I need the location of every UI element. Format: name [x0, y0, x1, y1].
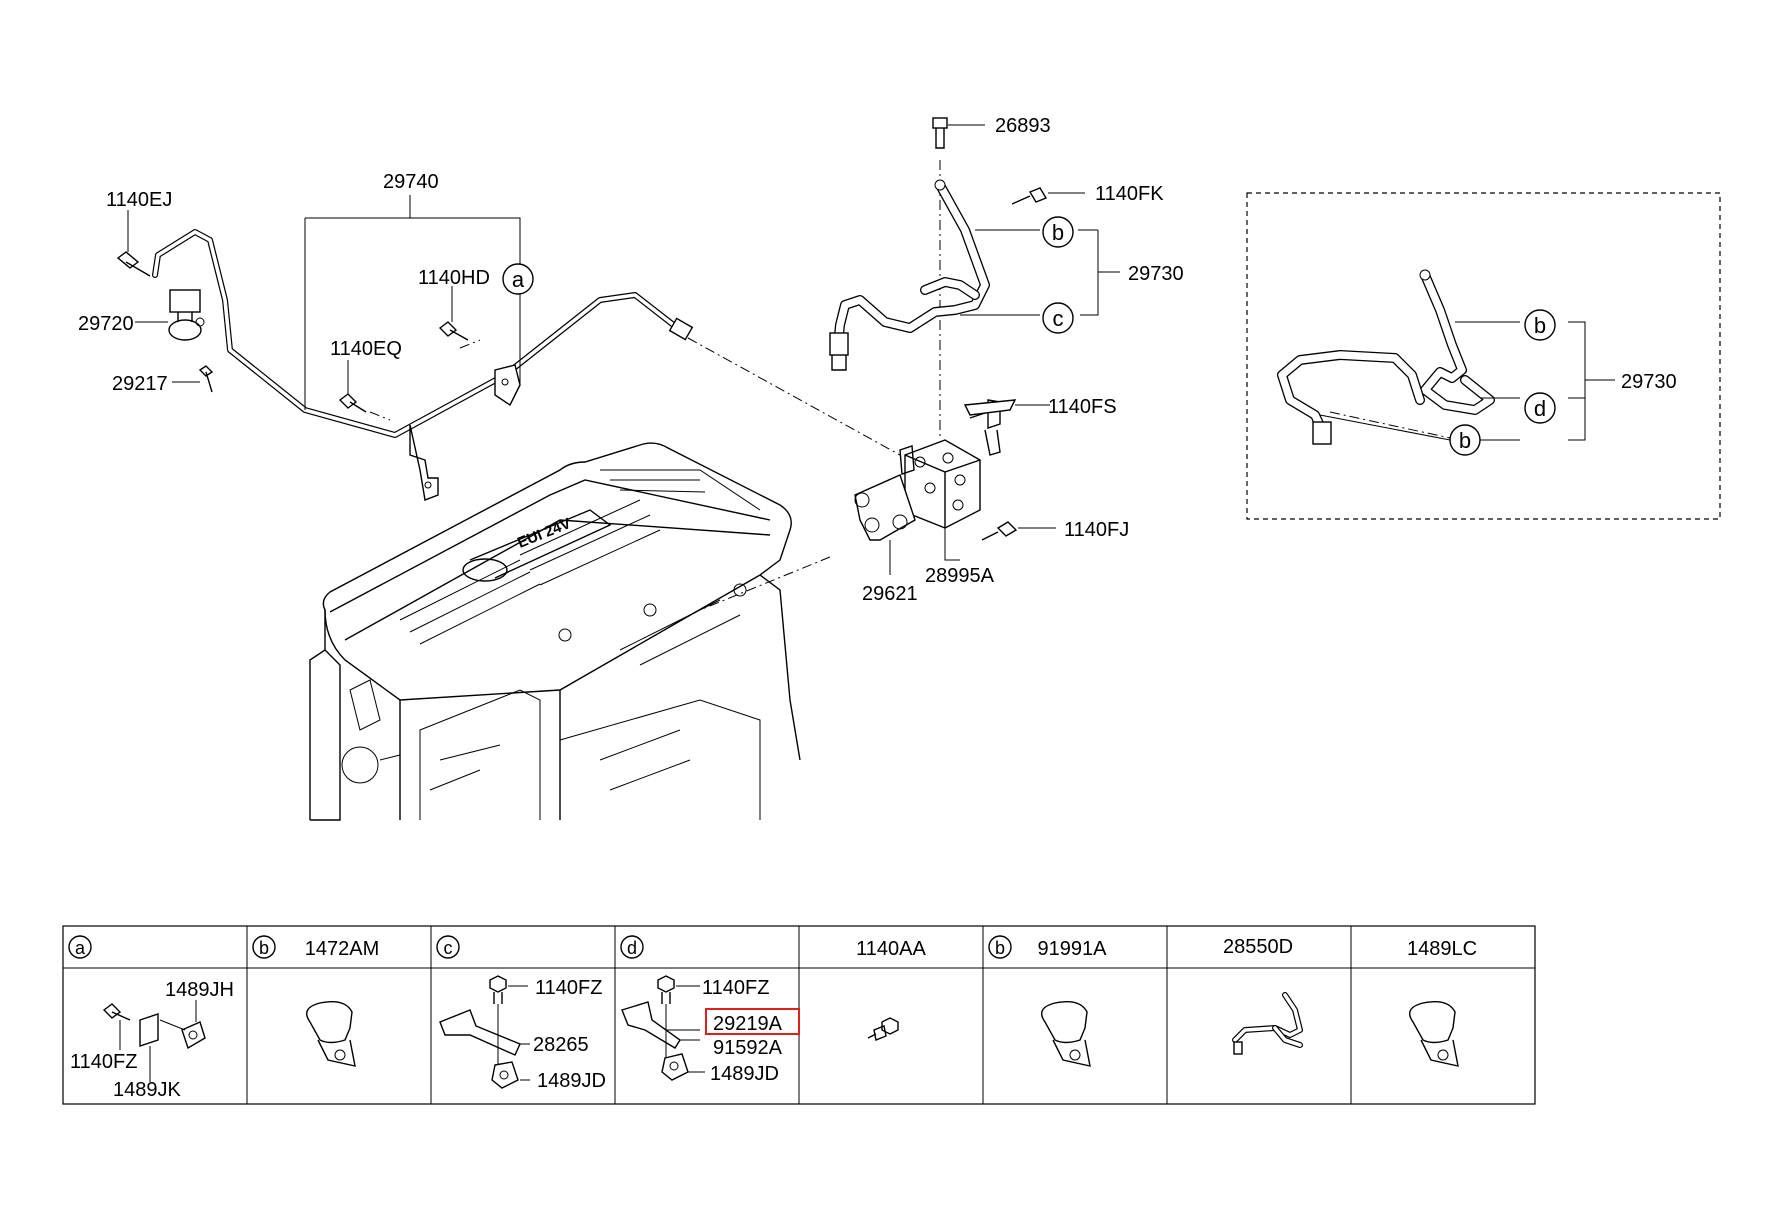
- bolt-1140EJ: [116, 251, 151, 277]
- label-1489JD-c: 1489JD: [537, 1070, 606, 1092]
- fuel-hose-29730: [829, 179, 990, 371]
- header-cell-c: c: [436, 935, 460, 959]
- svg-text:b: b: [1534, 313, 1546, 338]
- svg-text:d: d: [627, 938, 637, 958]
- svg-text:c: c: [444, 938, 453, 958]
- bolt-1140FJ: [981, 521, 1056, 541]
- bolt-1140EQ: [338, 393, 367, 413]
- cell-a-content: 1489JH 1140FZ 1489JK: [70, 979, 234, 1101]
- label-29730-main: 29730: [1128, 263, 1184, 285]
- label-91592A: 91592A: [713, 1037, 783, 1059]
- label-29730-detail: 29730: [1621, 371, 1677, 393]
- label-29720: 29720: [78, 313, 134, 335]
- callout-a: a: [502, 263, 534, 295]
- bracket-29621: [854, 474, 916, 575]
- cell-d-content: 1140FZ 29219A 91592A 1489JD: [621, 975, 800, 1085]
- label-29217: 29217: [112, 373, 168, 395]
- callout-b-main: b: [1042, 216, 1074, 248]
- svg-text:a: a: [512, 267, 525, 292]
- label-1140FZ-c: 1140FZ: [535, 977, 602, 999]
- label-29621: 29621: [862, 583, 918, 605]
- callout-c-main: c: [1042, 302, 1074, 334]
- label-1489JD-d: 1489JD: [710, 1063, 779, 1085]
- header-code-1472AM: 1472AM: [305, 938, 380, 960]
- callout-b-detail-top: b: [1524, 309, 1556, 341]
- label-1140FK: 1140FK: [1095, 183, 1164, 205]
- header-cell-b: b 1472AM: [252, 935, 380, 960]
- fuel-filter-head-28995A: [899, 439, 981, 561]
- detail-view: [1246, 192, 1721, 520]
- header-code-28550D: 28550D: [1223, 936, 1293, 958]
- header-code-91991A: 91991A: [1038, 938, 1108, 960]
- header-cell-b2: b 91991A: [988, 935, 1108, 960]
- label-1140FS: 1140FS: [1048, 396, 1117, 418]
- label-1489JH: 1489JH: [165, 979, 234, 1001]
- clamp-1489LC: [1409, 1000, 1459, 1067]
- label-1140EJ: 1140EJ: [106, 189, 172, 211]
- svg-text:b: b: [1052, 220, 1064, 245]
- label-29740: 29740: [383, 171, 439, 193]
- svg-text:c: c: [1053, 306, 1064, 331]
- label-1140FJ: 1140FJ: [1064, 519, 1129, 541]
- clamp-91991A: [1041, 1000, 1091, 1067]
- fitting-1140FS: [963, 399, 1050, 456]
- label-26893: 26893: [995, 115, 1051, 137]
- label-28995A: 28995A: [925, 565, 995, 587]
- bolt-29217: [198, 365, 214, 393]
- bolt-1140HD: [438, 321, 469, 341]
- svg-text:d: d: [1534, 396, 1546, 421]
- engine-block: EUI 24V: [309, 442, 801, 821]
- clamp-1472AM: [306, 1000, 356, 1067]
- label-1140FZ-d: 1140FZ: [702, 977, 769, 999]
- callout-d-detail: d: [1524, 392, 1556, 424]
- engine-cover-badge: EUI 24V: [462, 509, 612, 582]
- header-code-1140AA: 1140AA: [856, 938, 926, 960]
- label-1140HD: 1140HD: [418, 267, 490, 289]
- svg-text:a: a: [75, 938, 86, 958]
- label-1489JK: 1489JK: [113, 1079, 181, 1101]
- bolt-26893: [932, 117, 985, 149]
- label-28265: 28265: [533, 1034, 589, 1056]
- svg-text:b: b: [995, 938, 1005, 958]
- parts-table: [62, 925, 1536, 1105]
- svg-text:b: b: [259, 938, 269, 958]
- label-1140EQ: 1140EQ: [330, 338, 402, 360]
- cell-c-content: 1140FZ 28265 1489JD: [439, 975, 606, 1092]
- leader-lines: [127, 160, 941, 611]
- fuel-sensor-29720: [168, 289, 205, 341]
- header-cell-d: d: [620, 935, 644, 959]
- header-cell-a: a: [68, 935, 92, 959]
- label-1140FZ-a: 1140FZ: [70, 1051, 137, 1073]
- bolt-1140AA: [867, 1017, 899, 1041]
- hose-leaders: [960, 229, 1120, 316]
- label-29219A: 29219A: [713, 1013, 783, 1035]
- svg-text:b: b: [1459, 428, 1471, 453]
- bolt-1140FK: [1011, 187, 1085, 205]
- hose-28550D: [1232, 992, 1303, 1055]
- highlight-box-29219A: [705, 1008, 800, 1035]
- callout-b-detail-bottom: b: [1449, 424, 1481, 456]
- fuel-pipe-29740: [152, 229, 694, 501]
- header-code-1489LC: 1489LC: [1407, 938, 1477, 960]
